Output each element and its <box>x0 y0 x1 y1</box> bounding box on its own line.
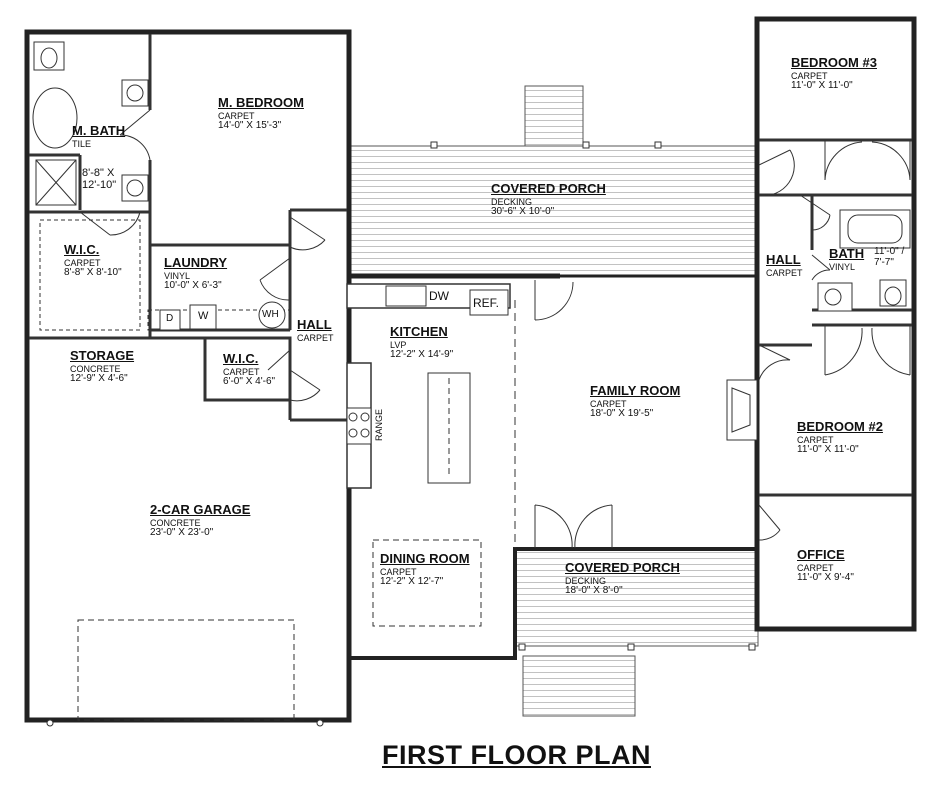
room-bedroom-2: BEDROOM #2 CARPET 11'-0" X 11'-0" <box>797 420 883 456</box>
room-name: 2-CAR GARAGE <box>150 502 251 517</box>
room-material: CONCRETE <box>150 517 201 528</box>
room-master-bath: M. BATH TILE <box>72 124 125 149</box>
room-bedroom-3: BEDROOM #3 CARPET 11'-0" X 11'-0" <box>791 56 877 92</box>
room-covered-porch-front: COVERED PORCH DECKING 18'-0" X 8'-0" <box>565 561 680 597</box>
room-name: HALL <box>297 317 332 332</box>
room-material: CARPET <box>797 434 834 445</box>
room-name: BEDROOM #3 <box>791 55 877 70</box>
room-storage: STORAGE CONCRETE 12'-9" X 4'-6" <box>70 349 134 385</box>
room-dims: 23'-0" X 23'-0" <box>150 527 214 539</box>
room-material: CONCRETE <box>70 363 121 374</box>
room-wic-small: W.I.C. CARPET 6'-0" X 4'-6" <box>223 352 275 388</box>
room-garage: 2-CAR GARAGE CONCRETE 23'-0" X 23'-0" <box>150 503 250 539</box>
room-dims: 11'-0" / <box>874 246 905 257</box>
room-kitchen: KITCHEN LVP 12'-2" X 14'-9" <box>390 325 453 361</box>
room-dims: 10'-0" X 6'-3" <box>164 280 222 292</box>
room-dining: DINING ROOM CARPET 12'-2" X 12'-7" <box>380 552 470 588</box>
doors <box>79 109 911 549</box>
room-name: LAUNDRY <box>164 255 228 270</box>
room-dims: 14'-0" X 15'-3" <box>218 120 282 132</box>
room-material: CARPET <box>791 70 828 81</box>
room-material: DECKING <box>565 575 607 586</box>
room-material: CARPET <box>223 366 260 377</box>
room-office: OFFICE CARPET 11'-0" X 9'-4" <box>797 548 854 584</box>
room-name: KITCHEN <box>390 324 448 339</box>
room-dims-2: 7'-7" <box>874 256 894 268</box>
room-material: VINYL <box>164 270 191 281</box>
rear-porch-deck <box>346 85 759 277</box>
room-name: COVERED PORCH <box>491 181 606 196</box>
room-material: CARPET <box>380 566 417 577</box>
room-material: CARPET <box>590 398 627 409</box>
room-name: W.I.C. <box>223 351 259 366</box>
room-name: HALL <box>766 252 801 267</box>
room-material: CARPET <box>766 267 803 278</box>
room-material: VINYL <box>829 261 856 272</box>
room-dims: 8'-8" X 8'-10" <box>64 267 122 279</box>
room-material: CARPET <box>64 257 101 268</box>
room-material: LVP <box>390 339 407 350</box>
room-dims: 12'-2" X 12'-7" <box>380 576 444 588</box>
water-heater-label: WH <box>262 309 279 320</box>
room-covered-porch-rear: COVERED PORCH DECKING 30'-6" X 10'-0" <box>491 182 606 218</box>
room-name: M. BEDROOM <box>218 95 304 110</box>
dryer-label: D <box>166 313 174 324</box>
room-dims: 11'-0" X 11'-0" <box>797 444 859 456</box>
room-name: W.I.C. <box>64 242 100 257</box>
room-family-room: FAMILY ROOM CARPET 18'-0" X 19'-5" <box>590 384 680 420</box>
room-dims: 11'-0" X 9'-4" <box>797 572 854 584</box>
room-hall-left: HALL CARPET <box>297 318 334 343</box>
room-material: CARPET <box>297 332 334 343</box>
room-laundry: LAUNDRY VINYL 10'-0" X 6'-3" <box>164 256 227 292</box>
room-name: BATH <box>829 246 865 261</box>
room-hall-right: HALL CARPET <box>766 253 803 278</box>
room-dims: 18'-0" X 8'-0" <box>565 585 623 597</box>
room-name: DINING ROOM <box>380 551 470 566</box>
refrigerator-label: REF. <box>473 296 500 310</box>
room-name: M. BATH <box>72 123 126 138</box>
room-dims: 18'-0" X 19'-5" <box>590 408 654 420</box>
range-label: RANGE <box>374 408 384 441</box>
room-dims: 8'-8" X 12'-10" <box>82 167 117 191</box>
room-name: OFFICE <box>797 547 845 562</box>
room-material: TILE <box>72 138 92 149</box>
fixtures <box>32 41 911 727</box>
dishwasher-label: DW <box>429 289 449 303</box>
room-name: BEDROOM #2 <box>797 419 883 434</box>
room-dims: 12'-2" X 14'-9" <box>390 349 454 361</box>
room-bath: BATH VINYL <box>829 247 864 272</box>
room-dims: 30'-6" X 10'-0" <box>491 206 555 218</box>
room-dims: 11'-0" X 11'-0" <box>791 80 853 92</box>
shower-dims: 8'-8" X 12'-10" <box>82 167 122 191</box>
room-name: FAMILY ROOM <box>590 383 681 398</box>
room-bath-dims: 11'-0" / 7'-7" <box>874 246 905 268</box>
room-wic-master: W.I.C. CARPET 8'-8" X 8'-10" <box>64 243 122 279</box>
washer-label: W <box>198 310 209 322</box>
plan-title: FIRST FLOOR PLAN <box>382 740 651 770</box>
room-name: COVERED PORCH <box>565 560 680 575</box>
room-name: STORAGE <box>70 348 135 363</box>
room-dims: 6'-0" X 4'-6" <box>223 376 276 388</box>
room-dims: 12'-9" X 4'-6" <box>70 373 128 385</box>
room-material: CARPET <box>218 110 255 121</box>
room-material: DECKING <box>491 196 533 207</box>
room-master-bedroom: M. BEDROOM CARPET 14'-0" X 15'-3" <box>218 96 304 132</box>
room-material: CARPET <box>797 562 834 573</box>
exterior-walls <box>24 16 917 723</box>
